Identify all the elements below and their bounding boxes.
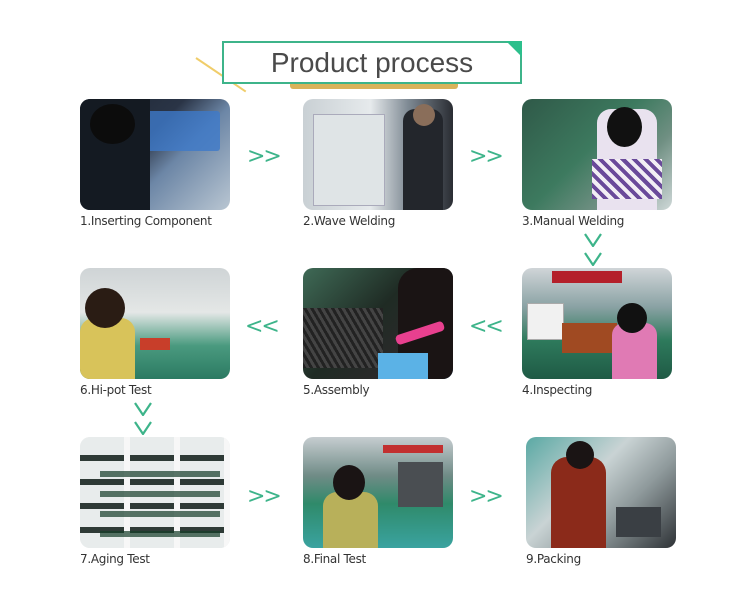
step-1-photo [80, 99, 230, 210]
step-2: 2.Wave Welding [303, 99, 453, 228]
step-6-label: 6.Hi-pot Test [80, 383, 152, 397]
step-3-photo [522, 99, 672, 210]
title-banner: Product process [222, 41, 522, 84]
step-2-label: 2.Wave Welding [303, 214, 396, 228]
arrow-right-icon: >> [247, 144, 282, 169]
step-4-label: 4.Inspecting [522, 383, 593, 397]
title-underline [290, 84, 458, 89]
step-3: 3.Manual Welding [522, 99, 672, 228]
step-7: 7.Aging Test [80, 437, 230, 566]
arrow-right-icon: >> [469, 484, 504, 509]
arrow-right-icon: >> [247, 484, 282, 509]
step-1: 1.Inserting Component [80, 99, 230, 228]
corner-triangle-icon [506, 41, 522, 57]
step-9-photo [526, 437, 676, 548]
step-5-label: 5.Assembly [303, 383, 370, 397]
arrow-left-icon: << [469, 314, 504, 339]
step-6-photo [80, 268, 230, 379]
page-title: Product process [270, 47, 474, 78]
step-7-label: 7.Aging Test [80, 552, 150, 566]
arrow-right-icon: >> [469, 144, 504, 169]
arrow-down-icon [583, 232, 603, 270]
step-5-photo [303, 268, 453, 379]
step-7-photo [80, 437, 230, 548]
step-5: 5.Assembly [303, 268, 453, 397]
step-9-label: 9.Packing [526, 552, 581, 566]
step-3-label: 3.Manual Welding [522, 214, 625, 228]
arrow-left-icon: << [245, 314, 280, 339]
step-4-photo [522, 268, 672, 379]
step-6: 6.Hi-pot Test [80, 268, 230, 397]
arrow-down-icon [133, 401, 153, 439]
step-9: 9.Packing [526, 437, 676, 566]
step-8-photo [303, 437, 453, 548]
step-8-label: 8.Final Test [303, 552, 366, 566]
step-8: 8.Final Test [303, 437, 453, 566]
step-2-photo [303, 99, 453, 210]
step-4: 4.Inspecting [522, 268, 672, 397]
step-1-label: 1.Inserting Component [80, 214, 212, 228]
